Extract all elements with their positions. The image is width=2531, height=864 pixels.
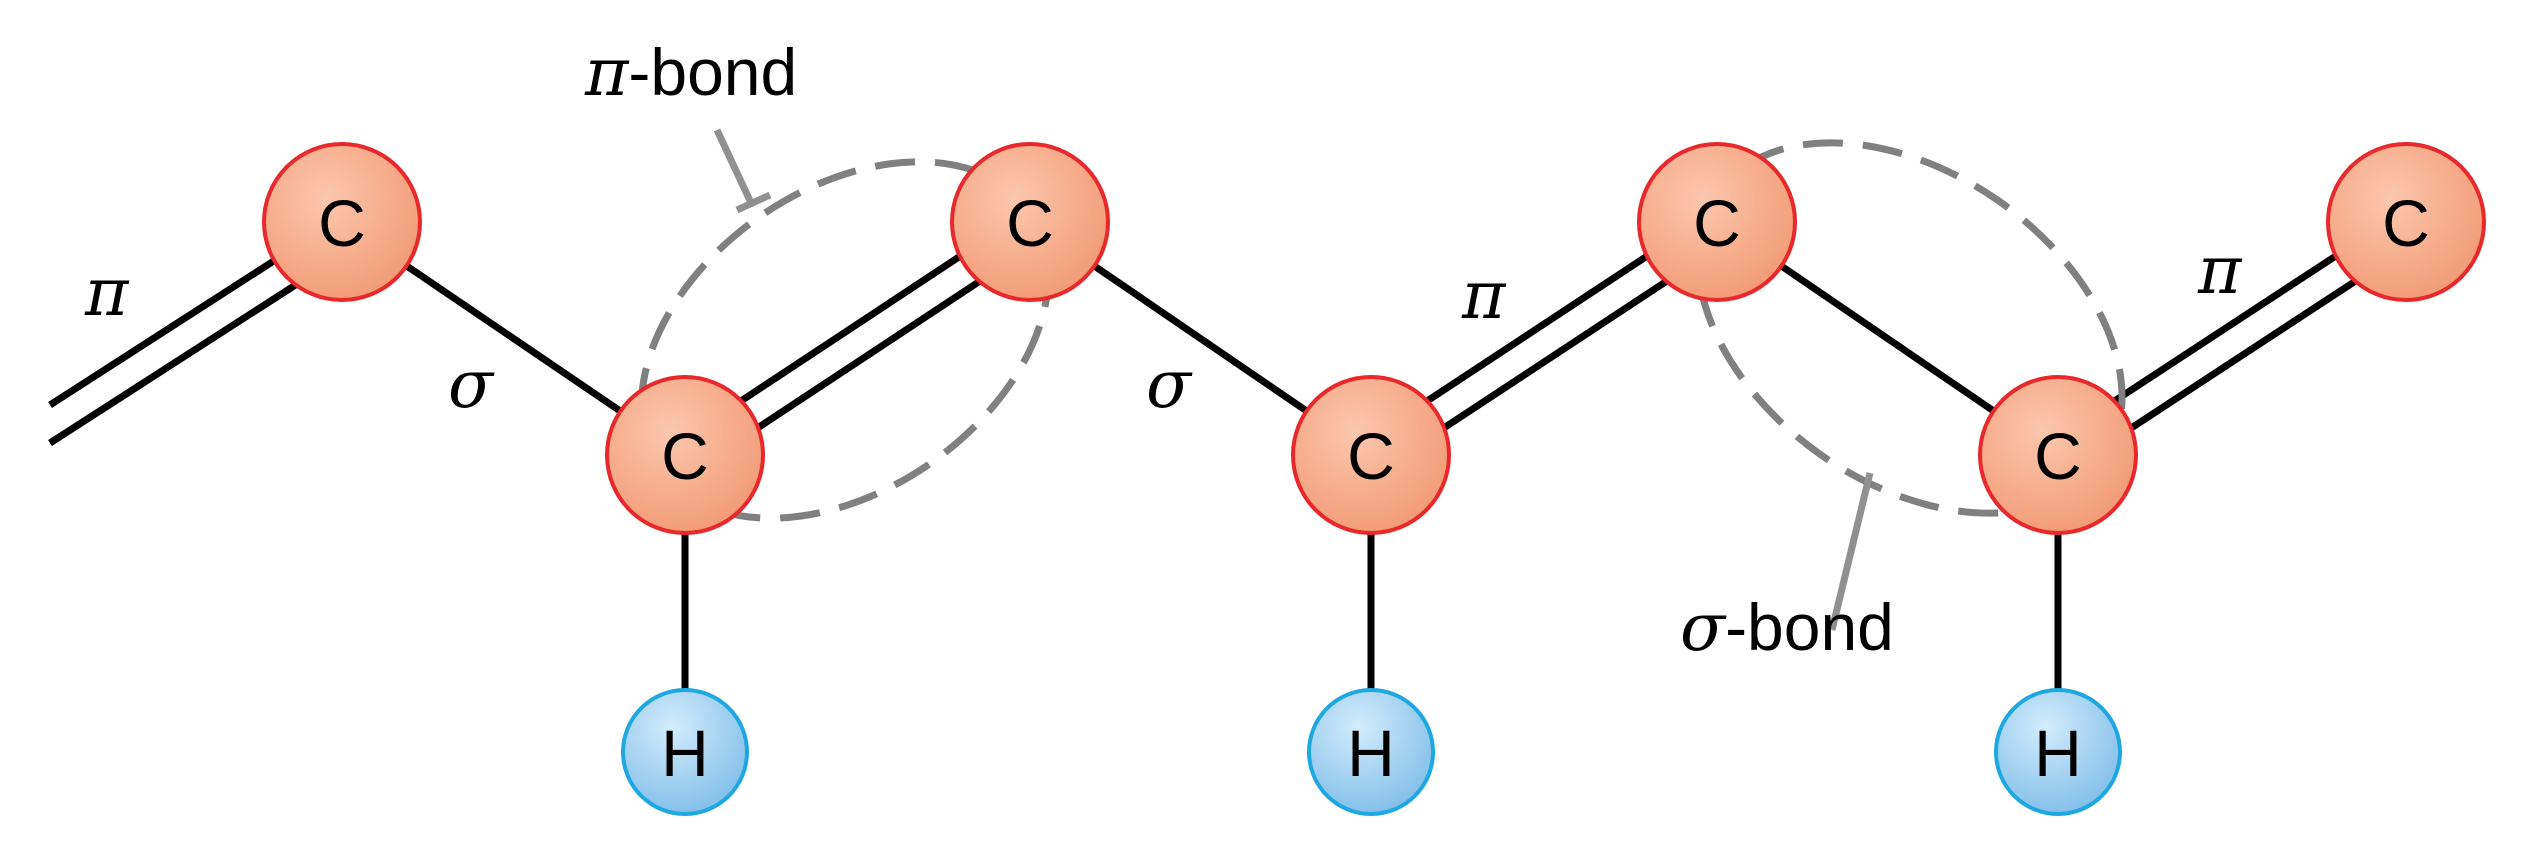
atom-label: H <box>2034 716 2082 790</box>
atom-label: C <box>2034 419 2082 493</box>
atom-label: C <box>661 419 709 493</box>
sigma-bonds <box>340 219 2060 458</box>
pi-bond-leader <box>713 128 756 207</box>
atom-label: H <box>1347 716 1395 790</box>
carbon-atoms: C C C C C C C <box>262 142 2486 535</box>
pi-label: π <box>1461 257 1507 334</box>
atom-label: H <box>661 716 709 790</box>
hydrogen-atoms: H H H <box>621 688 2122 816</box>
carbon-atom: C <box>1637 142 1797 302</box>
pi-bond-callout: π-bond <box>584 34 797 111</box>
atom-label: C <box>1006 186 1054 260</box>
pi-label: π <box>2197 232 2243 309</box>
hydrogen-atom: H <box>1307 688 1435 816</box>
sigma-bond-leader <box>1828 472 1874 631</box>
atom-label: C <box>1693 186 1741 260</box>
pi-label: π <box>84 254 130 331</box>
pi-bond-callout-symbol: π <box>584 34 630 111</box>
pi-bond-callout-text: -bond <box>628 35 797 109</box>
sigma-label: σ <box>448 346 495 423</box>
atom-label: C <box>1347 419 1395 493</box>
atom-label: C <box>2382 186 2430 260</box>
sigma-bond-callout-text: -bond <box>1725 590 1894 664</box>
pi-bond-line <box>48 252 344 446</box>
hydrogen-atom: H <box>1994 688 2122 816</box>
sigma-label: σ <box>1146 346 1193 423</box>
sigma-bond-callout: σ-bond <box>1680 589 1894 666</box>
sigma-bond-callout-symbol: σ <box>1680 589 1727 666</box>
carbon-atom: C <box>1978 375 2138 535</box>
pi-bond-leader-tick <box>735 191 772 214</box>
carbon-atom: C <box>2326 142 2486 302</box>
carbon-atom: C <box>1291 375 1451 535</box>
carbon-atom: C <box>605 375 765 535</box>
atom-label: C <box>318 186 366 260</box>
hydrogen-atom: H <box>621 688 749 816</box>
carbon-atom: C <box>262 142 422 302</box>
carbon-atom: C <box>950 142 1110 302</box>
